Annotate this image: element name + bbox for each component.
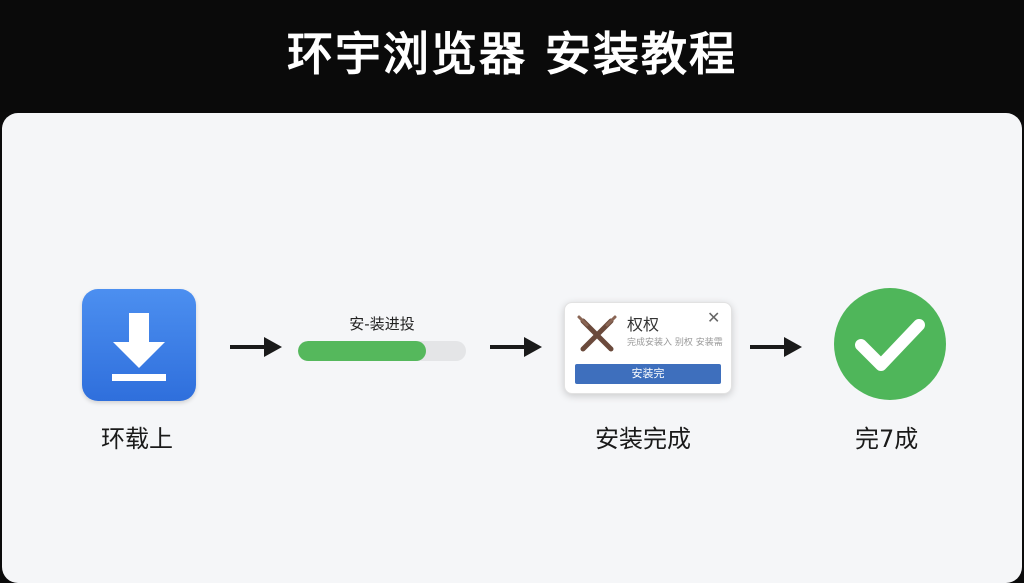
- permission-dialog: 权权 ✕ 完成安装入 别权 安装需 安装完: [564, 302, 732, 394]
- dialog-text: 完成安装入 别权 安装需: [627, 338, 723, 348]
- close-icon[interactable]: ✕: [707, 308, 721, 327]
- progress-fill: [298, 341, 426, 361]
- progress-bar: [298, 341, 466, 361]
- arrow-right-icon: [230, 337, 282, 357]
- arrow-right-icon: [490, 337, 542, 357]
- crossed-tools-icon: [577, 315, 617, 352]
- progress-label: 安-装进投: [349, 315, 415, 333]
- step-done-label: 完7成: [855, 425, 919, 453]
- arrow-right-icon: [750, 337, 802, 357]
- step-install-label: 安装完成: [595, 425, 691, 453]
- step-download-label: 环载上: [101, 425, 173, 453]
- checkmark-icon: [834, 288, 946, 400]
- page-title: 环宇浏览器 安装教程: [286, 27, 737, 81]
- header-bar: 环宇浏览器 安装教程: [0, 0, 1024, 112]
- dialog-title: 权权: [627, 315, 660, 334]
- dialog-confirm-button[interactable]: 安装完: [575, 364, 721, 384]
- download-icon: [82, 289, 196, 401]
